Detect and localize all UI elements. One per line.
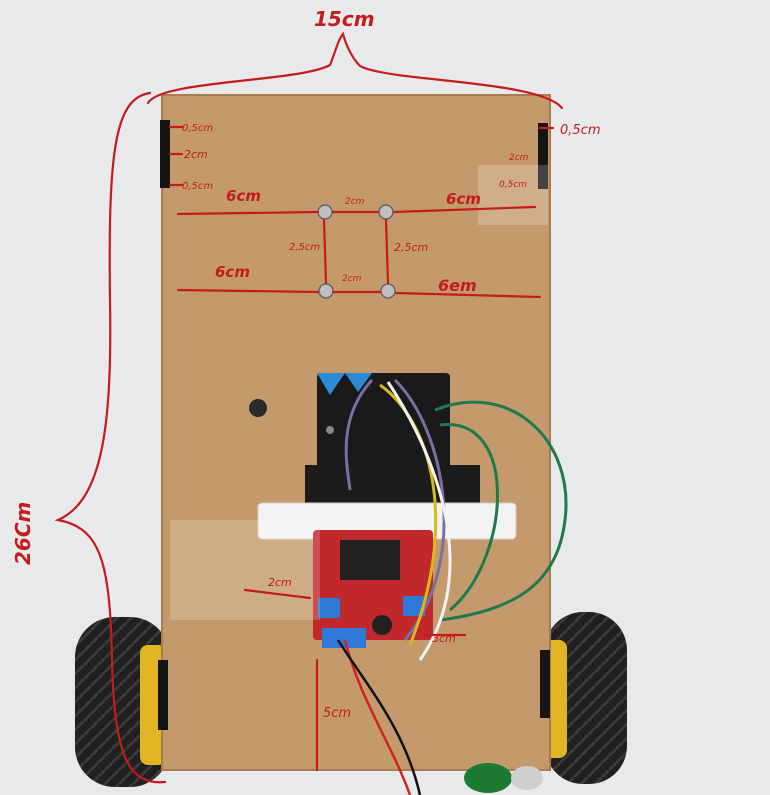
- battery-connector: [464, 763, 543, 793]
- label-slot-bottom-gap-left: 0,5cm: [182, 181, 213, 192]
- label-driver-left-offset: 2cm: [268, 576, 292, 589]
- label-driver-right-offset: 3cm: [432, 632, 456, 645]
- slot-top-right: [538, 123, 548, 189]
- label-front-offset: 5cm: [323, 706, 351, 721]
- slot-bottom-left: [158, 660, 168, 730]
- slot-bottom-right: [540, 650, 550, 718]
- label-top-right-offset: 6cm: [446, 190, 481, 208]
- label-slot-top-gap-right: 0,5cm: [560, 123, 601, 138]
- label-bottom-right-offset: 6em: [438, 276, 477, 295]
- annotation-lines: [54, 31, 564, 784]
- label-total-width: 15cm: [314, 7, 375, 31]
- label-bottom-left-offset: 6cm: [215, 263, 250, 281]
- label-slot-top-gap-left: 0,5cm: [182, 123, 213, 134]
- label-top-hole-spacing: 2cm: [345, 197, 365, 207]
- chassis-hole: [249, 399, 267, 417]
- label-slot-height-left: 2cm: [184, 148, 208, 161]
- label-left-hole-vertical: 2,5cm: [289, 242, 320, 253]
- motor-driver-board: [313, 530, 433, 648]
- label-slot-height-right: 2cm: [509, 153, 529, 163]
- slot-top-left: [160, 120, 170, 188]
- label-slot-bottom-gap-right: 0,5cm: [499, 180, 527, 190]
- jumper-wires: [336, 378, 568, 795]
- label-right-hole-vertical: 2,5cm: [394, 241, 428, 254]
- microbit-board: [305, 373, 480, 507]
- label-total-length: 26Cm: [11, 502, 35, 565]
- left-wheel: [75, 617, 170, 787]
- label-top-left-offset: 6cm: [226, 187, 261, 205]
- tape-right: [478, 165, 548, 225]
- tape-left: [170, 520, 320, 620]
- label-bottom-hole-spacing: 2cm: [342, 274, 362, 284]
- right-wheel: [545, 612, 627, 784]
